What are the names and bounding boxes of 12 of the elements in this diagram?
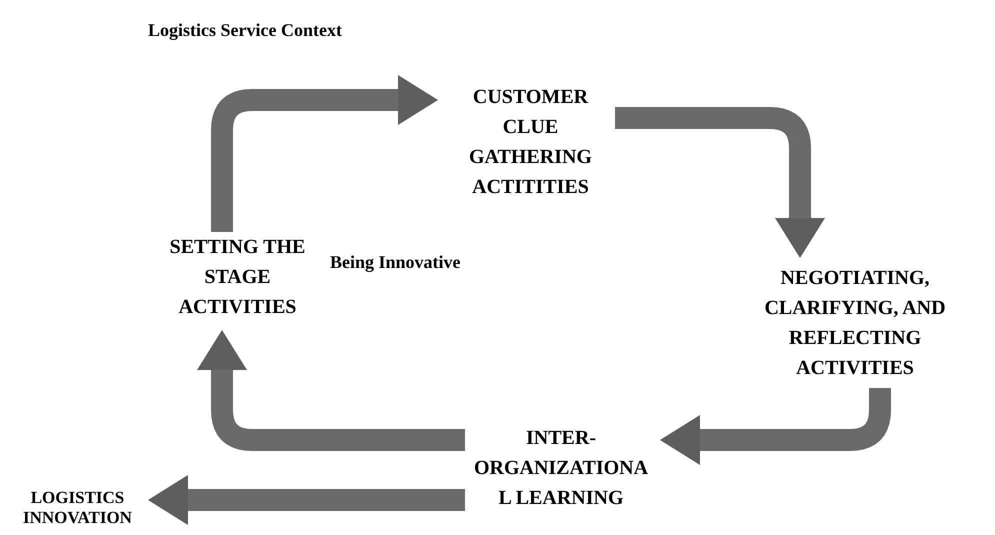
curved-arrow (615, 107, 825, 258)
stage-label: SETTING THE STAGE ACTIVITIES (150, 232, 325, 322)
curved-arrow (660, 388, 891, 465)
curved-arrow (211, 75, 438, 232)
diagram-title: Logistics Service Context (148, 20, 342, 41)
curved-arrow (148, 475, 465, 525)
stage-label: INTER- ORGANIZATIONA L LEARNING (470, 423, 652, 513)
center-label: Being Innovative (330, 252, 461, 273)
stage-label: NEGOTIATING, CLARIFYING, AND REFLECTING ACTIVITIES (750, 263, 960, 383)
stage-label: CUSTOMER CLUE GATHERING ACTITITIES (458, 82, 603, 202)
curved-arrow (197, 330, 465, 451)
stage-label: LOGISTICS INNOVATION (15, 488, 140, 528)
